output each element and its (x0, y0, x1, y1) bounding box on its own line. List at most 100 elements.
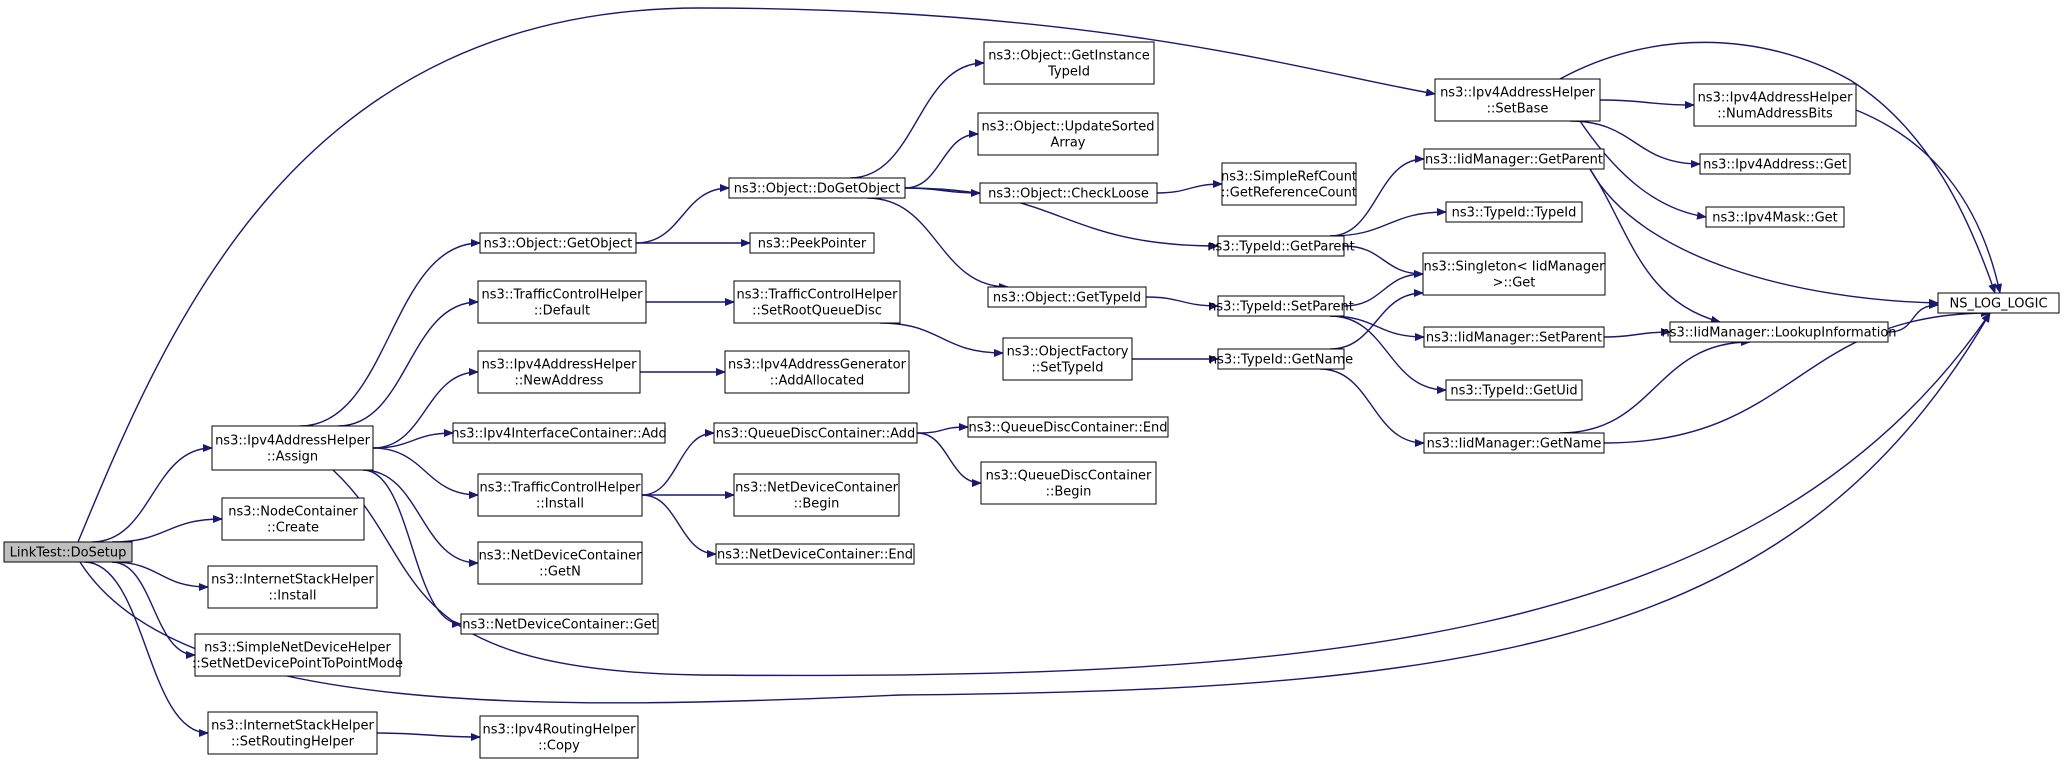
node-box (1422, 252, 1606, 296)
node-ns_log_logic[interactable]: NS_LOG_LOGIC (1937, 292, 2060, 314)
node-label: ns3::NetDeviceContainer::Get (462, 618, 657, 633)
node-tid_setparent[interactable]: ns3::TypeId::SetParent (1208, 295, 1354, 317)
node-label: ::NumAddressBits (1717, 107, 1833, 122)
node-box (733, 280, 901, 324)
node-ipv4ah_assign[interactable]: ns3::Ipv4AddressHelper::Assign (211, 425, 374, 471)
node-ipv4addr_get[interactable]: ns3::Ipv4Address::Get (1699, 153, 1851, 175)
node-ndc_getn[interactable]: ns3::NetDeviceContainer::GetN (477, 541, 643, 585)
node-label: ::SetBase (1487, 102, 1549, 117)
node-label: ::AddAllocated (770, 374, 864, 389)
node-ipv4mask_get[interactable]: ns3::Ipv4Mask::Get (1705, 206, 1845, 228)
node-box (479, 232, 637, 254)
node-tid_getparent[interactable]: ns3::TypeId::GetParent (1207, 235, 1355, 257)
node-tid_getuid[interactable]: ns3::TypeId::GetUid (1445, 379, 1583, 401)
node-label: ns3::Ipv4AddressHelper (1698, 91, 1854, 106)
node-box (980, 461, 1157, 505)
node-box (1445, 379, 1583, 401)
node-box (987, 286, 1147, 308)
node-label: ns3::ObjectFactory (1007, 345, 1129, 360)
edge-tch_install-to-qdc_add (641, 429, 715, 496)
node-label: ns3::SimpleNetDeviceHelper (204, 641, 391, 656)
node-label: ns3::PeekPointer (758, 237, 867, 252)
node-obj_checkloose[interactable]: ns3::Object::CheckLoose (979, 182, 1158, 204)
node-box (1434, 78, 1601, 122)
node-label: ::Assign (267, 450, 318, 465)
edge-tid_getparent-to-singleton_get (1343, 245, 1424, 278)
node-label: ns3::SimpleRefCount (1221, 170, 1357, 185)
node-peekpointer[interactable]: ns3::PeekPointer (749, 232, 875, 254)
node-obj_getobject[interactable]: ns3::Object::GetObject (479, 232, 637, 254)
node-box (1937, 292, 2060, 314)
node-label: ns3::TypeId::TypeId (1452, 206, 1577, 221)
node-nc_create[interactable]: ns3::NodeContainer::Create (221, 497, 365, 541)
node-tch_install[interactable]: ns3::TrafficControlHelper::Install (477, 473, 643, 517)
node-sndh_setp2p[interactable]: ns3::SimpleNetDeviceHelper::SetNetDevice… (192, 633, 403, 677)
node-ipv4ah_newaddr[interactable]: ns3::Ipv4AddressHelper::NewAddress (477, 350, 641, 394)
node-box (207, 711, 378, 755)
edge-iidm_getparent-to-ns_log_logic (1589, 168, 1939, 307)
edge-ipv4ah_assign-to-ndc_getn (362, 469, 479, 567)
node-box (733, 473, 900, 517)
node-label: ::Create (267, 521, 319, 536)
node-box (1445, 201, 1583, 223)
node-of_settypeid[interactable]: ns3::ObjectFactory::SetTypeId (1002, 337, 1133, 381)
node-label: ns3::Ipv4AddressHelper (482, 358, 638, 373)
node-box (477, 350, 641, 394)
node-obj_gettypeid[interactable]: ns3::Object::GetTypeId (987, 286, 1147, 308)
node-label: ns3::Object::GetTypeId (993, 291, 1141, 306)
node-qdc_begin[interactable]: ns3::QueueDiscContainer::Begin (980, 461, 1157, 505)
edge-ipv4ah_assign-to-ns_log_logic (332, 312, 1991, 677)
edge-dosetup-to-sndh_setp2p (111, 561, 196, 659)
node-obj_dogetobject[interactable]: ns3::Object::DoGetObject (728, 177, 906, 199)
node-tch_default[interactable]: ns3::TrafficControlHelper::Default (477, 280, 647, 324)
node-ipv4rh_copy[interactable]: ns3::Ipv4RoutingHelper::Copy (479, 715, 639, 759)
edge-ipv4ah_assign-to-ipv4ah_newaddr (372, 368, 479, 449)
node-ish_setrouting[interactable]: ns3::InternetStackHelper::SetRoutingHelp… (207, 711, 378, 755)
edge-iidm_lookup-to-ns_log_logic (1887, 301, 1939, 333)
edge-ipv4ah_setbase-to-ns_log_logic (1559, 41, 1996, 294)
node-label: LinkTest::DoSetup (10, 546, 127, 561)
edge-ipv4ah_assign-to-obj_getobject (299, 239, 481, 427)
node-label: ns3::TrafficControlHelper (479, 481, 641, 496)
node-box (979, 182, 1158, 204)
node-src_getref[interactable]: ns3::SimpleRefCount::GetReferenceCount (1221, 162, 1357, 206)
node-ish_install[interactable]: ns3::InternetStackHelper::Install (207, 565, 378, 609)
node-box (1002, 337, 1133, 381)
node-iidm_getparent[interactable]: ns3::IidManager::GetParent (1423, 148, 1605, 170)
node-label: ns3::Object::GetInstance (988, 49, 1150, 64)
node-singleton_get[interactable]: ns3::Singleton< IidManager >::Get (1422, 252, 1606, 296)
node-iidm_setparent[interactable]: ns3::IidManager::SetParent (1423, 326, 1605, 348)
node-ipv4ah_setbase[interactable]: ns3::Ipv4AddressHelper::SetBase (1434, 78, 1601, 122)
node-label: ns3::TrafficControlHelper (481, 288, 643, 303)
node-iidm_lookup[interactable]: ns3::IidManager::LookupInformation (1661, 321, 1897, 343)
edge-qdc_add-to-qdc_begin (916, 432, 982, 487)
node-tid_typeid[interactable]: ns3::TypeId::TypeId (1445, 201, 1583, 223)
node-ndc_get[interactable]: ns3::NetDeviceContainer::Get (460, 613, 659, 635)
node-label: ::Install (269, 589, 317, 604)
node-ndc_begin[interactable]: ns3::NetDeviceContainer::Begin (733, 473, 900, 517)
node-ipv4ic_add[interactable]: ns3::Ipv4InterfaceContainer::Add (451, 422, 667, 444)
node-label: ns3::Ipv4Address::Get (1703, 158, 1847, 173)
node-tid_getname[interactable]: ns3::TypeId::GetName (1209, 348, 1353, 370)
node-qdc_end[interactable]: ns3::QueueDiscContainer::End (967, 416, 1169, 438)
node-label: ns3::NetDeviceContainer (479, 549, 643, 564)
node-box (728, 177, 906, 199)
node-dosetup[interactable]: LinkTest::DoSetup (3, 541, 133, 563)
node-label: ns3::InternetStackHelper (211, 573, 374, 588)
node-tch_setroot[interactable]: ns3::TrafficControlHelper::SetRootQueueD… (733, 280, 901, 324)
edge-obj_dogetobject-to-obj_getinstance (849, 59, 985, 179)
node-box (1217, 348, 1345, 370)
node-ipv4ag_addalloc[interactable]: ns3::Ipv4AddressGenerator::AddAllocated (724, 350, 910, 394)
node-ndc_end[interactable]: ns3::NetDeviceContainer::End (715, 543, 915, 565)
node-ipv4ah_numbits[interactable]: ns3::Ipv4AddressHelper::NumAddressBits (1693, 83, 1857, 127)
node-box (715, 543, 915, 565)
node-box (1423, 148, 1605, 170)
node-box (207, 565, 378, 609)
edge-ipv4ah_assign-to-ndc_get (362, 469, 462, 628)
node-label: ns3::Ipv4AddressGenerator (728, 358, 907, 373)
node-qdc_add[interactable]: ns3::QueueDiscContainer::Add (713, 422, 918, 444)
node-label: ::Default (534, 304, 590, 319)
node-iidm_getname[interactable]: ns3::IidManager::GetName (1423, 432, 1605, 454)
